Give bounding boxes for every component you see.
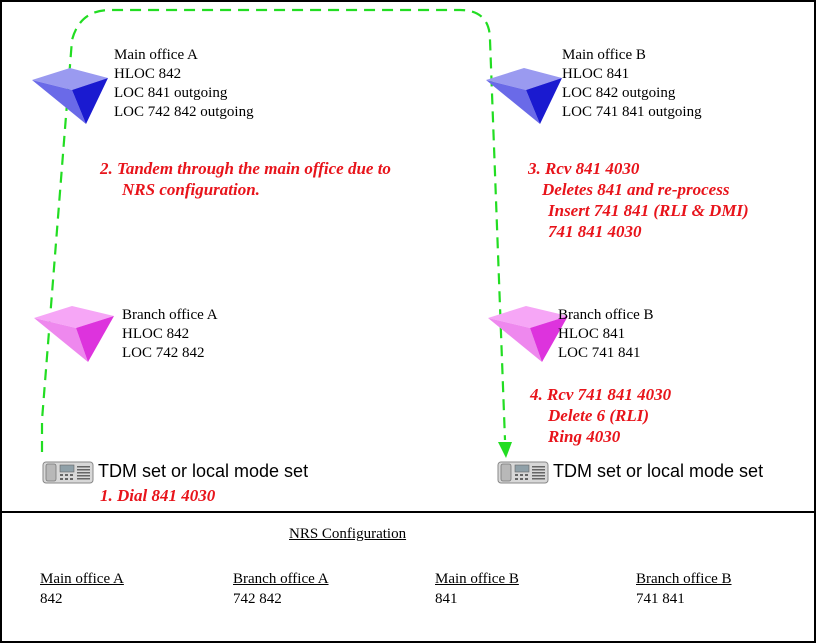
main-office-b-loc1: LOC 842 outgoing bbox=[562, 85, 676, 101]
nrs-header-branch-office-a: Branch office A bbox=[233, 571, 329, 587]
right-set-label: TDM set or local mode set bbox=[553, 461, 764, 481]
nrs-title: NRS Configuration bbox=[289, 526, 407, 542]
step4-line2: Delete 6 (RLI) bbox=[548, 406, 650, 425]
left-set-label: TDM set or local mode set bbox=[98, 461, 309, 481]
nrs-column-main-office-a: Main office A 842 bbox=[40, 569, 124, 609]
call-path-arrowhead bbox=[498, 442, 512, 458]
left-telephone-set-icon bbox=[42, 461, 94, 484]
step3-line2: Deletes 841 and re-process bbox=[542, 180, 730, 199]
nrs-header-branch-office-b: Branch office B bbox=[636, 571, 732, 587]
step3-line4: 741 841 4030 bbox=[548, 222, 642, 241]
branch-office-a-pyramid-icon bbox=[34, 306, 114, 362]
nrs-column-main-office-b: Main office B 841 bbox=[435, 569, 519, 609]
main-office-b-hloc: HLOC 841 bbox=[562, 66, 630, 82]
nrs-value-branch-office-a: 742 842 bbox=[233, 591, 282, 607]
step3-line1: 3. Rcv 841 4030 bbox=[528, 159, 640, 178]
step2-line1: 2. Tandem through the main office due to bbox=[100, 159, 391, 178]
branch-office-b-loc: LOC 741 841 bbox=[558, 345, 641, 361]
branch-office-b-title: Branch office B bbox=[558, 307, 654, 323]
branch-office-a-hloc: HLOC 842 bbox=[122, 326, 190, 342]
main-office-a-title: Main office A bbox=[114, 47, 198, 63]
nrs-value-main-office-b: 841 bbox=[435, 591, 458, 607]
branch-office-a-title: Branch office A bbox=[122, 307, 218, 323]
main-office-a-pyramid-icon bbox=[32, 68, 108, 124]
main-office-b-loc2: LOC 741 841 outgoing bbox=[562, 104, 702, 120]
main-office-a-loc2: LOC 742 842 outgoing bbox=[114, 104, 254, 120]
main-office-a-hloc: HLOC 842 bbox=[114, 66, 182, 82]
right-telephone-set-icon bbox=[497, 461, 549, 484]
nrs-column-branch-office-b: Branch office B 741 841 bbox=[636, 569, 732, 609]
main-office-b-title: Main office B bbox=[562, 47, 646, 63]
nrs-value-main-office-a: 842 bbox=[40, 591, 63, 607]
step2-line2: NRS configuration. bbox=[122, 180, 260, 199]
main-office-b-pyramid-icon bbox=[486, 68, 562, 124]
nrs-header-main-office-b: Main office B bbox=[435, 571, 519, 587]
nrs-header-main-office-a: Main office A bbox=[40, 571, 124, 587]
step4-line3: Ring 4030 bbox=[548, 427, 621, 446]
main-office-a-loc1: LOC 841 outgoing bbox=[114, 85, 228, 101]
branch-office-b-hloc: HLOC 841 bbox=[558, 326, 626, 342]
call-path-line bbox=[40, 8, 507, 452]
nrs-column-branch-office-a: Branch office A 742 842 bbox=[233, 569, 329, 609]
step1-text: 1. Dial 841 4030 bbox=[100, 486, 216, 505]
branch-office-a-loc: LOC 742 842 bbox=[122, 345, 205, 361]
branch-office-b-pyramid-icon bbox=[488, 306, 568, 362]
step3-line3: Insert 741 841 (RLI & DMI) bbox=[548, 201, 749, 220]
nrs-value-branch-office-b: 741 841 bbox=[636, 591, 685, 607]
step4-line1: 4. Rcv 741 841 4030 bbox=[530, 385, 672, 404]
